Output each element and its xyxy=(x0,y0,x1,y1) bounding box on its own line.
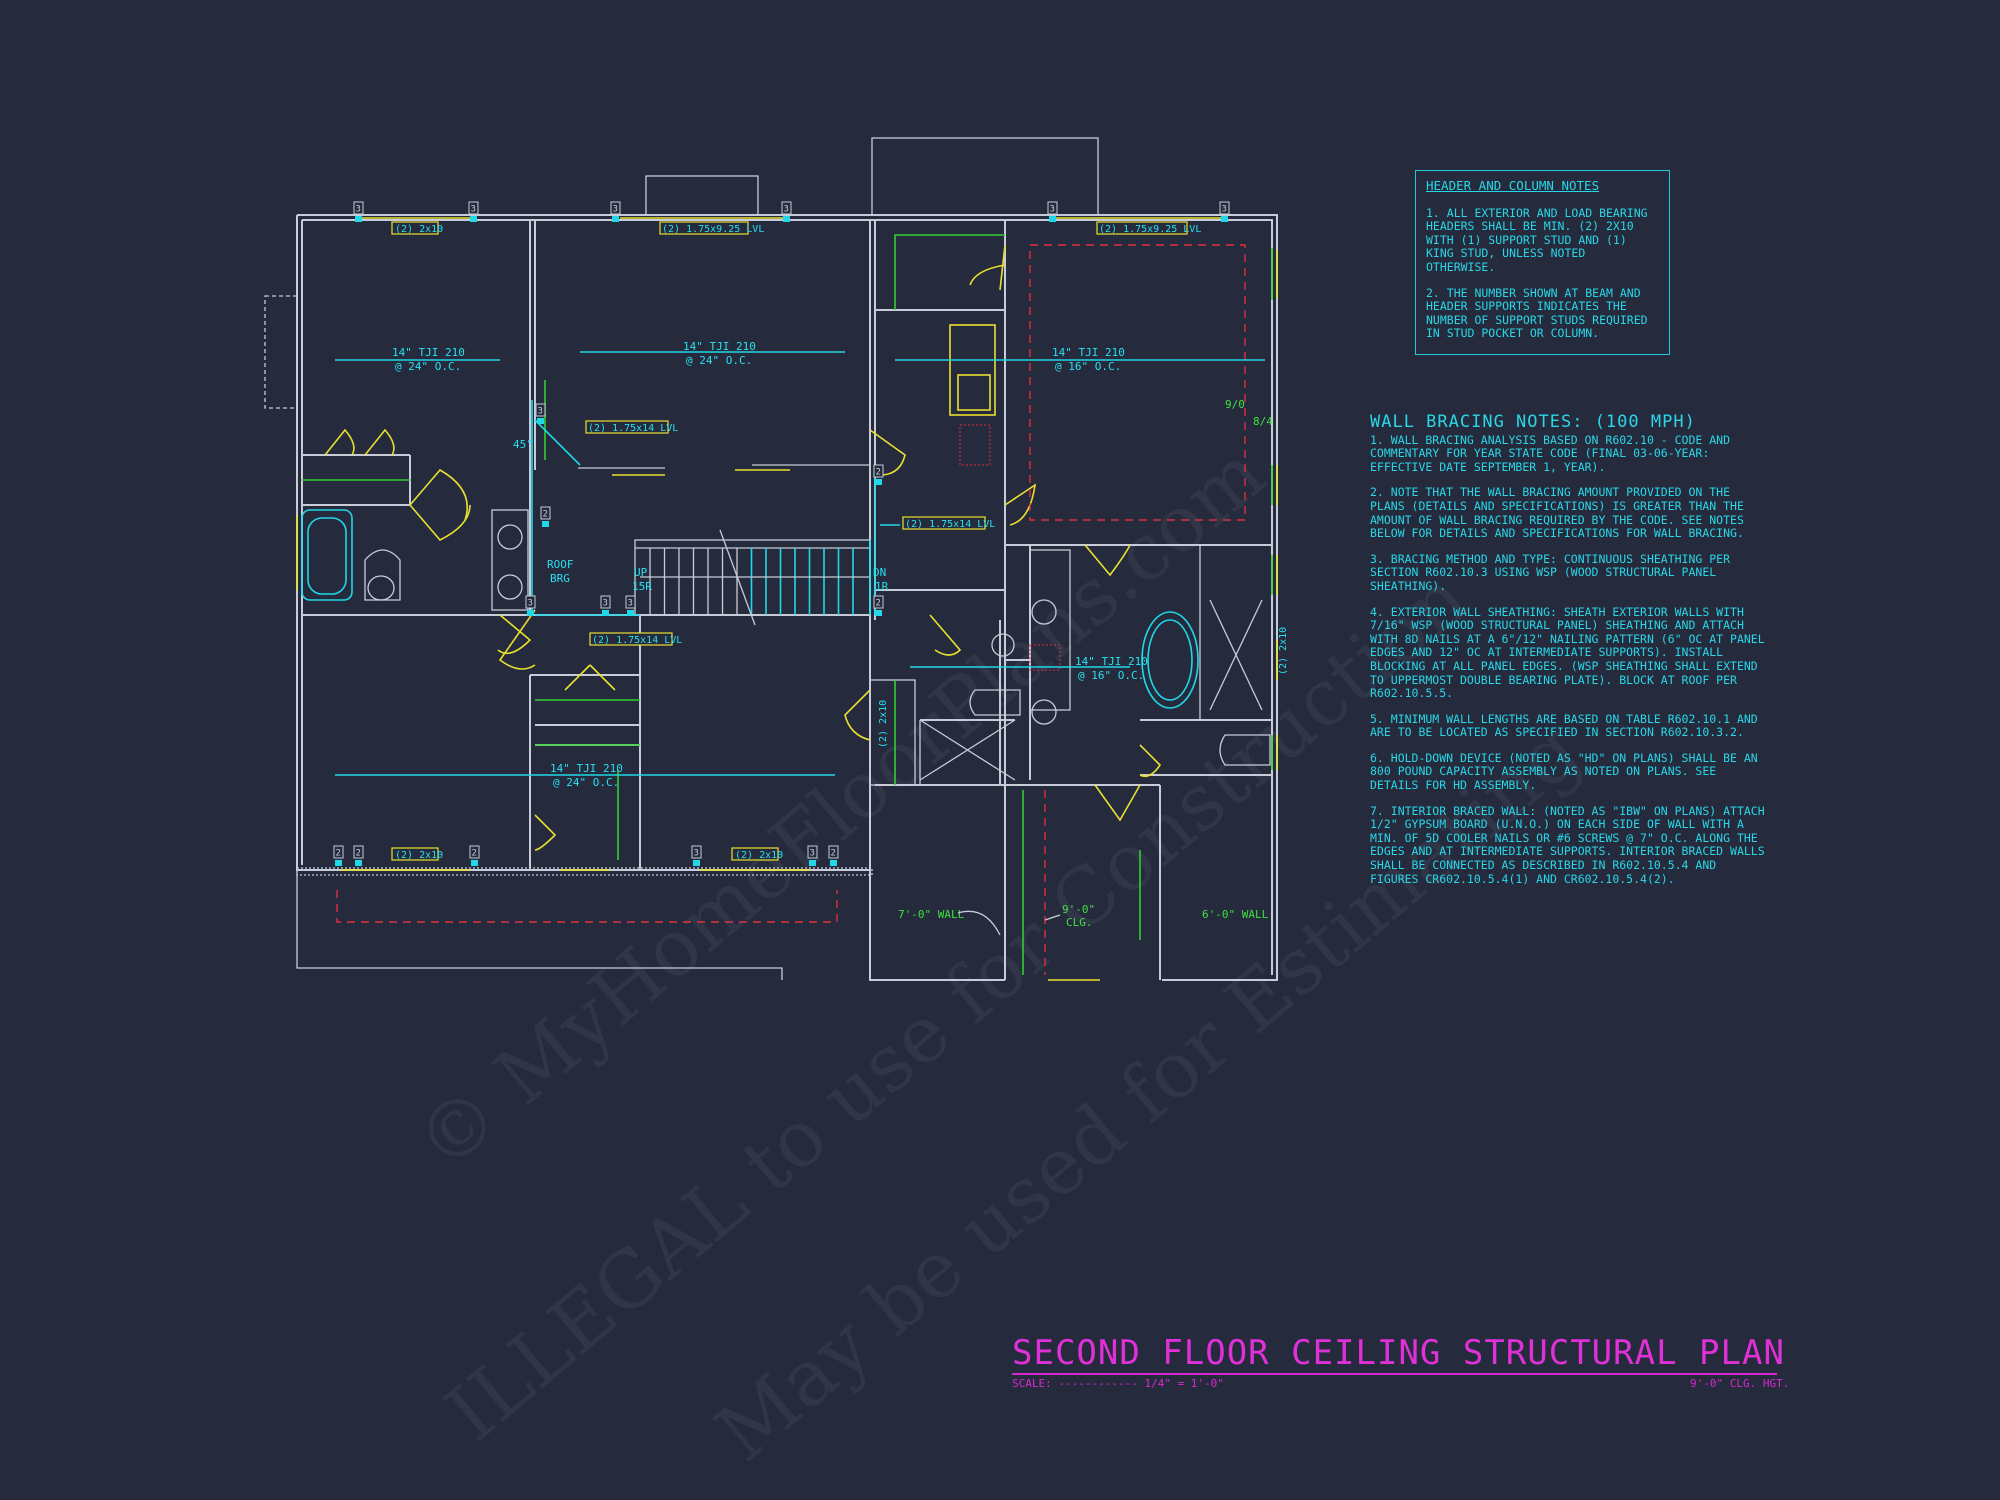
ceiling-height: 9'-0" CLG. HGT. xyxy=(1690,1377,1790,1390)
joist-label-1b: @ 24" O.C. xyxy=(395,360,461,373)
stair-down-label: DN xyxy=(873,566,886,579)
ceiling-outlines xyxy=(959,244,1246,975)
joist-label-4a: 14" TJI 210 xyxy=(1075,655,1148,668)
svg-text:3: 3 xyxy=(628,599,633,609)
header-note-1: 1. ALL EXTERIOR AND LOAD BEARING HEADERS… xyxy=(1426,205,1648,274)
stud-marker: 3 xyxy=(691,845,702,866)
wall-height-7-label: 7'-0" WALL xyxy=(898,908,965,921)
svg-text:3: 3 xyxy=(471,205,476,215)
ceiling-height-label-b: CLG. xyxy=(1066,916,1093,929)
header-label-top-3: (2) 1.75x9.25 LVL xyxy=(1099,224,1201,235)
stud-marker: 3 xyxy=(535,403,546,424)
joist-spans xyxy=(335,351,1265,776)
angle-label: 45° xyxy=(513,438,533,451)
svg-text:3: 3 xyxy=(694,849,699,859)
stair-up-label: UP xyxy=(634,566,648,579)
dimension-label-b: 8/4 xyxy=(1253,415,1273,428)
svg-text:2: 2 xyxy=(336,849,341,859)
stud-marker: 2 xyxy=(353,845,364,866)
roof-bearing-label-a: ROOF xyxy=(547,558,574,571)
bracing-note-6: 6. HOLD-DOWN DEVICE (NOTED AS "HD" ON PL… xyxy=(1370,750,1758,793)
joist-label-2a: 14" TJI 210 xyxy=(683,340,756,353)
bracing-note-5: 5. MINIMUM WALL LENGTHS ARE BASED ON TAB… xyxy=(1370,711,1758,740)
header-notes-title: HEADER AND COLUMN NOTES xyxy=(1426,178,1600,193)
plan-title: SECOND FLOOR CEILING STRUCTURAL PLAN xyxy=(1012,1333,1785,1375)
svg-text:3: 3 xyxy=(613,205,618,215)
braced-walls xyxy=(296,234,1278,981)
header-note-2: 2. THE NUMBER SHOWN AT BEAM AND HEADER S… xyxy=(1426,285,1648,341)
doors xyxy=(324,244,1162,851)
header-label-bottom-2: (2) 2x10 xyxy=(735,850,783,861)
stairs xyxy=(634,529,871,626)
header-label-bottom-1: (2) 2x10 xyxy=(395,850,443,861)
joist-label-1a: 14" TJI 210 xyxy=(392,346,465,359)
joist-label-3b: @ 16" O.C. xyxy=(1055,360,1121,373)
window-headers xyxy=(340,217,1225,871)
interior-walls xyxy=(302,220,1272,980)
svg-text:2: 2 xyxy=(876,468,881,478)
bracing-notes-title: WALL BRACING NOTES: (100 MPH) xyxy=(1370,412,1696,432)
roof-bearing-label-b: BRG xyxy=(550,572,570,585)
stud-marker: 3 xyxy=(807,845,818,866)
wall-height-6-label: 6'-0" WALL xyxy=(1202,908,1269,921)
svg-text:3: 3 xyxy=(810,849,815,859)
svg-text:3: 3 xyxy=(356,205,361,215)
svg-text:3: 3 xyxy=(1050,205,1055,215)
svg-text:3: 3 xyxy=(1222,205,1227,215)
header-label-vertical: (2) 2x10 xyxy=(878,700,889,748)
svg-text:3: 3 xyxy=(784,205,789,215)
svg-text:2: 2 xyxy=(543,510,548,520)
svg-text:3: 3 xyxy=(603,599,608,609)
bracing-note-7: 7. INTERIOR BRACED WALL: (NOTED AS "IBW"… xyxy=(1370,803,1765,886)
svg-text:3: 3 xyxy=(528,599,533,609)
stud-marker: 3 xyxy=(525,595,536,616)
svg-text:2: 2 xyxy=(356,849,361,859)
svg-text:2: 2 xyxy=(831,849,836,859)
stud-marker: 2 xyxy=(469,845,480,866)
stud-marker: 3 xyxy=(625,595,636,616)
bracing-note-3: 3. BRACING METHOD AND TYPE: CONTINUOUS S… xyxy=(1370,551,1731,593)
stud-marker: 3 xyxy=(600,595,611,616)
beam-label-3: (2) 1.75x14 LVL xyxy=(592,635,682,646)
joist-label-3a: 14" TJI 210 xyxy=(1052,346,1125,359)
stud-marker: 3 xyxy=(1047,201,1058,222)
svg-text:3: 3 xyxy=(538,407,543,417)
svg-text:2: 2 xyxy=(876,599,881,609)
header-label-side: (2) 2x10 xyxy=(1278,627,1289,675)
dimension-label-a: 9/0 xyxy=(1225,398,1245,411)
header-label-top-2: (2) 1.75x9.25 LVL xyxy=(662,224,764,235)
joist-label-4b: @ 16" O.C. xyxy=(1078,669,1144,682)
header-column-notes: HEADER AND COLUMN NOTES 1. ALL EXTERIOR … xyxy=(1415,170,1670,355)
joist-label-5a: 14" TJI 210 xyxy=(550,762,623,775)
bracing-note-4: 4. EXTERIOR WALL SHEATHING: SHEATH EXTER… xyxy=(1370,604,1765,701)
stud-marker: 2 xyxy=(873,595,884,616)
beam-label-2: (2) 1.75x14 LVL xyxy=(905,519,995,530)
beam-label-1: (2) 1.75x14 LVL xyxy=(588,423,678,434)
svg-text:2: 2 xyxy=(472,849,477,859)
stair-up-risers: 15R xyxy=(632,580,652,593)
exterior-walls xyxy=(264,137,1278,981)
fixtures xyxy=(301,324,1273,766)
ceiling-height-label-a: 9'-0" xyxy=(1062,903,1095,916)
joist-label-2b: @ 24" O.C. xyxy=(686,354,752,367)
stud-markers: 3 3 3 3 3 3 3 2 2 3 3 2 3 2 2 2 3 3 2 xyxy=(333,201,1230,866)
header-label-top-1: (2) 2x10 xyxy=(395,224,443,235)
stud-marker: 3 xyxy=(353,201,364,222)
plan-scale: SCALE: ------------ 1/4" = 1'-0" xyxy=(1012,1377,1224,1390)
stud-marker: 3 xyxy=(781,201,792,222)
stud-marker: 2 xyxy=(333,845,344,866)
plan-text: 14" TJI 210 @ 24" O.C. 14" TJI 210 @ 24"… xyxy=(392,224,1289,936)
stud-marker: 3 xyxy=(610,201,621,222)
wall-bracing-notes: WALL BRACING NOTES: (100 MPH) 1. WALL BR… xyxy=(1370,412,1770,898)
stud-marker: 3 xyxy=(1219,201,1230,222)
stud-marker: 2 xyxy=(873,464,884,485)
bracing-note-2: 2. NOTE THAT THE WALL BRACING AMOUNT PRO… xyxy=(1370,485,1744,541)
stud-marker: 3 xyxy=(468,201,479,222)
stud-marker: 2 xyxy=(540,506,551,527)
stud-marker: 2 xyxy=(828,845,839,866)
stair-down-risers: 1R xyxy=(875,580,889,593)
joist-label-5b: @ 24" O.C. xyxy=(553,776,619,789)
bracing-note-1: 1. WALL BRACING ANALYSIS BASED ON R602.1… xyxy=(1370,432,1731,474)
